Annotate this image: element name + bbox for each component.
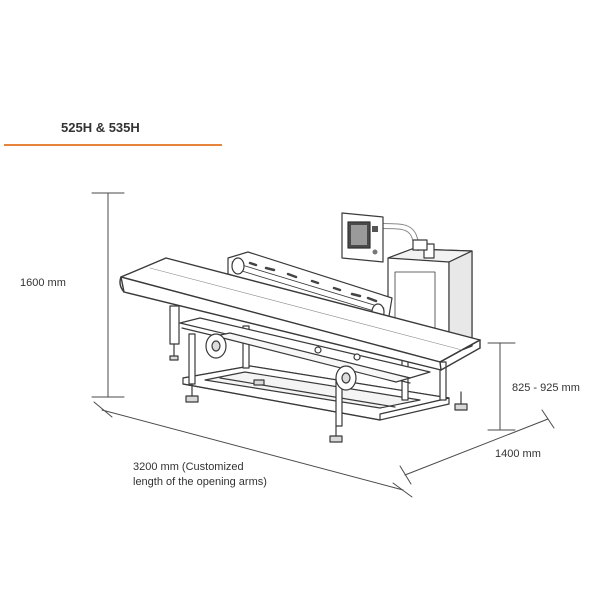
conveyor-bed bbox=[119, 257, 481, 371]
rollers bbox=[205, 333, 361, 391]
length-tick-left bbox=[93, 401, 113, 418]
model-title: 525H & 535H bbox=[61, 120, 140, 135]
length-dimension-line bbox=[101, 409, 404, 491]
length-tick-right bbox=[392, 482, 413, 498]
depth-tick-left bbox=[399, 465, 412, 485]
leveling-feet bbox=[185, 379, 468, 443]
height-label: 1600 mm bbox=[20, 277, 66, 289]
depth-label: 1400 mm bbox=[495, 448, 541, 460]
depth-dimension-line bbox=[404, 418, 549, 476]
depth-tick-right bbox=[541, 409, 555, 429]
drive-motor bbox=[169, 305, 180, 361]
length-label-line1: 3200 mm (Customized bbox=[133, 461, 244, 473]
conveyor-height-label: 825 - 925 mm bbox=[512, 382, 580, 394]
hmi-stand bbox=[379, 223, 428, 251]
hmi-touchscreen bbox=[341, 212, 384, 263]
title-underline bbox=[4, 144, 222, 146]
dimension-lines bbox=[91, 192, 555, 498]
length-label-line2: length of the opening arms) bbox=[133, 476, 267, 488]
under-rails bbox=[179, 317, 431, 384]
